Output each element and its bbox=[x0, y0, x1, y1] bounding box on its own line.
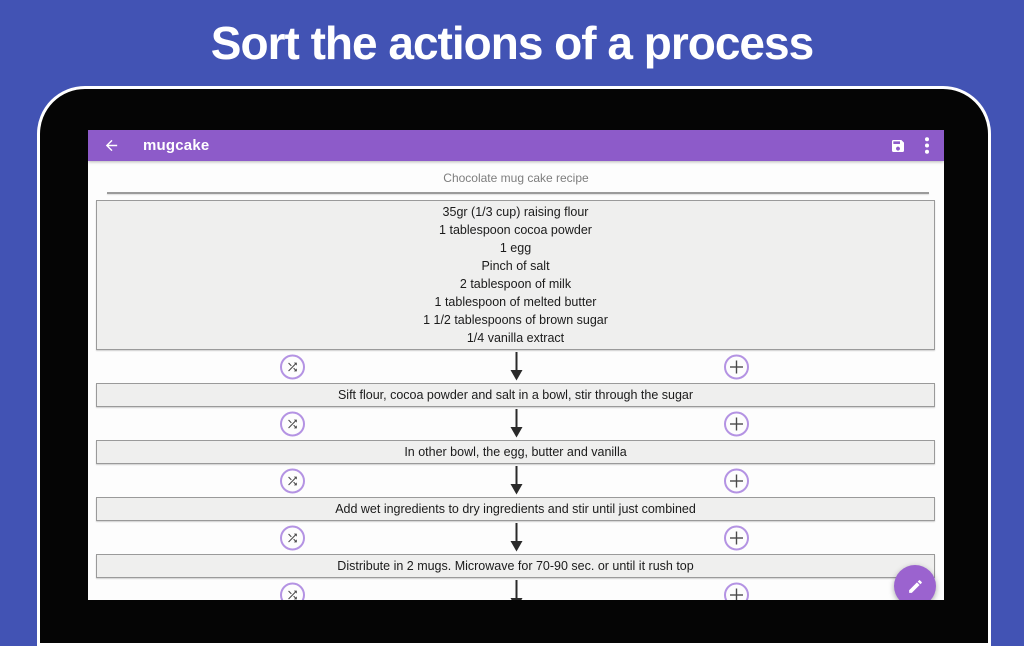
edit-fab[interactable] bbox=[894, 565, 936, 600]
add-step-button[interactable] bbox=[724, 354, 749, 379]
steps-list: 35gr (1/3 cup) raising flour 1 tablespoo… bbox=[88, 200, 944, 600]
plus-icon bbox=[730, 531, 743, 544]
step-text: Sift flour, cocoa powder and salt in a b… bbox=[337, 388, 694, 402]
title-divider bbox=[107, 192, 929, 194]
arrow-down-icon bbox=[510, 409, 523, 443]
tablet-frame: mugcake Chocolate mug cake recipe 35gr (… bbox=[37, 86, 991, 646]
step-text: Add wet ingredients to dry ingredients a… bbox=[335, 502, 696, 516]
shuffle-icon bbox=[286, 417, 299, 430]
step-connector bbox=[96, 464, 936, 497]
shuffle-icon bbox=[286, 360, 299, 373]
arrow-down-icon bbox=[510, 466, 523, 500]
add-step-button[interactable] bbox=[724, 525, 749, 550]
step-box[interactable]: 35gr (1/3 cup) raising flour 1 tablespoo… bbox=[96, 200, 935, 350]
step-box[interactable]: Distribute in 2 mugs. Microwave for 70-9… bbox=[96, 554, 935, 578]
app-bar-actions bbox=[890, 137, 929, 154]
step-connector bbox=[96, 407, 936, 440]
page-title: Sort the actions of a process bbox=[210, 17, 814, 69]
overflow-menu-icon[interactable] bbox=[925, 137, 929, 154]
swap-steps-button[interactable] bbox=[280, 411, 305, 436]
back-icon[interactable] bbox=[103, 137, 120, 154]
shuffle-icon bbox=[286, 474, 299, 487]
arrow-down-icon bbox=[510, 352, 523, 386]
plus-icon bbox=[730, 360, 743, 373]
plus-icon bbox=[730, 588, 743, 600]
app-bar: mugcake bbox=[88, 130, 944, 161]
plus-icon bbox=[730, 417, 743, 430]
step-text: 35gr (1/3 cup) raising flour 1 tablespoo… bbox=[423, 205, 608, 345]
step-box[interactable]: Add wet ingredients to dry ingredients a… bbox=[96, 497, 935, 521]
swap-steps-button[interactable] bbox=[280, 468, 305, 493]
app-bar-title: mugcake bbox=[143, 137, 210, 154]
step-box[interactable]: In other bowl, the egg, butter and vanil… bbox=[96, 440, 935, 464]
step-connector bbox=[96, 578, 936, 600]
step-connector bbox=[96, 350, 936, 383]
add-step-button[interactable] bbox=[724, 468, 749, 493]
shuffle-icon bbox=[286, 588, 299, 600]
add-step-button[interactable] bbox=[724, 411, 749, 436]
swap-steps-button[interactable] bbox=[280, 354, 305, 379]
arrow-down-icon bbox=[510, 523, 523, 557]
swap-steps-button[interactable] bbox=[280, 582, 305, 600]
step-text: Distribute in 2 mugs. Microwave for 70-9… bbox=[337, 559, 694, 573]
arrow-down-icon bbox=[510, 580, 523, 600]
swap-steps-button[interactable] bbox=[280, 525, 305, 550]
app-screen: mugcake Chocolate mug cake recipe 35gr (… bbox=[88, 130, 944, 600]
process-title: Chocolate mug cake recipe bbox=[443, 171, 589, 185]
step-connector bbox=[96, 521, 936, 554]
pencil-icon bbox=[907, 578, 924, 595]
save-icon[interactable] bbox=[890, 138, 906, 154]
plus-icon bbox=[730, 474, 743, 487]
step-text: In other bowl, the egg, butter and vanil… bbox=[404, 445, 627, 459]
add-step-button[interactable] bbox=[724, 582, 749, 600]
step-box[interactable]: Sift flour, cocoa powder and salt in a b… bbox=[96, 383, 935, 407]
shuffle-icon bbox=[286, 531, 299, 544]
